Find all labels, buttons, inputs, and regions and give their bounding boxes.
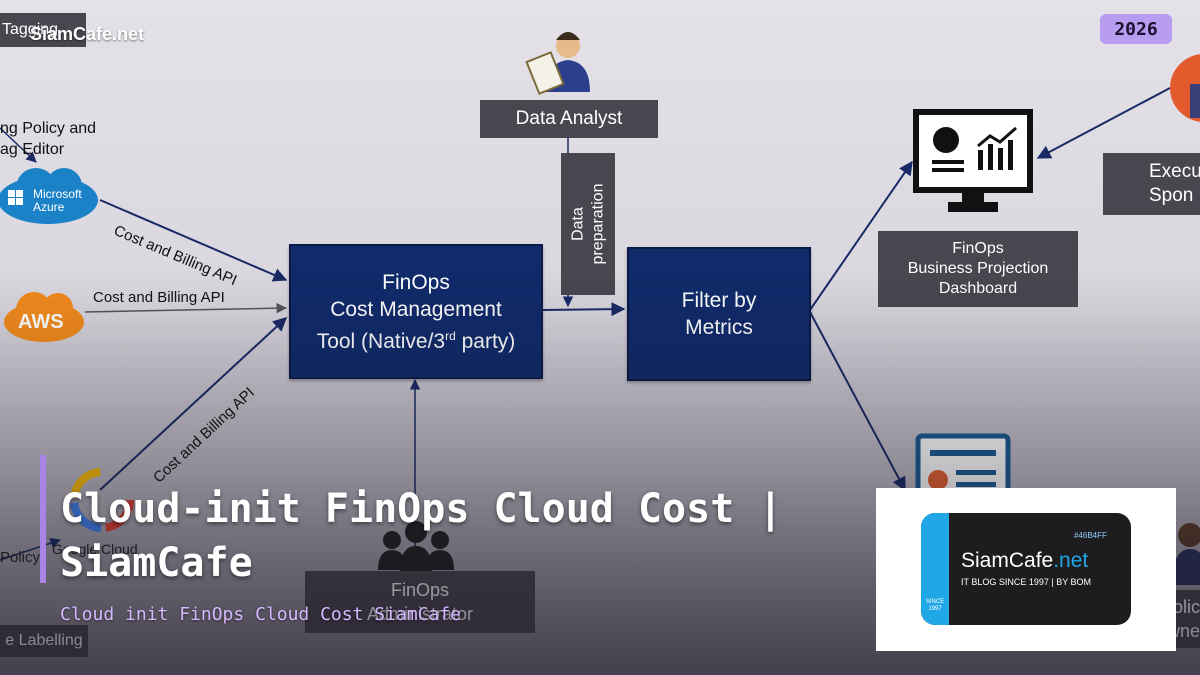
logo-since-year: 1997 <box>928 606 942 612</box>
tool-line-3-end: party) <box>455 329 516 353</box>
arrow-sponsor <box>1036 87 1171 159</box>
exec-line-2: Spon <box>1149 185 1194 206</box>
filter-line-1: Filter by <box>681 289 757 312</box>
tool-line-2: Cost Management <box>330 297 502 321</box>
data-analyst-box: Data Analyst <box>480 100 658 138</box>
aws-label: AWS <box>18 311 64 333</box>
policy-label-line-2: ag Editor <box>0 141 65 158</box>
arrow-report <box>809 311 906 492</box>
logo-hex-code: #46B4FF <box>1074 531 1107 540</box>
filter-by-metrics-box: Filter by Metrics <box>627 247 811 381</box>
cost-management-tool-box: FinOps Cost Management Tool (Native/3rd … <box>289 244 543 379</box>
arrow-google <box>99 317 288 491</box>
tool-line-1: FinOps <box>382 270 450 294</box>
logo-name-tld: .net <box>1053 549 1089 572</box>
policy-owner-icon <box>1172 523 1200 585</box>
dashboard-box: FinOps Business Projection Dashboard <box>878 231 1078 307</box>
dashboard-line-2: Business Projection <box>907 260 1049 277</box>
dashboard-line-3: Dashboard <box>938 280 1018 297</box>
data-prep-line-2: preparation <box>589 183 607 265</box>
exec-line-1: Execu <box>1149 161 1200 182</box>
azure-label: Microsoft Azure <box>33 188 82 214</box>
site-brand: SiamCafe.net <box>30 24 145 44</box>
page-title: Cloud-init FinOps Cloud Cost | SiamCafe <box>60 486 783 586</box>
data-prep-line-1: Data <box>569 207 587 241</box>
filter-line-2: Metrics <box>685 316 753 339</box>
title-accent-bar <box>40 455 46 583</box>
tool-line-3: Tool (Native/3rd party) <box>317 323 516 355</box>
azure-line-2: Azure <box>33 200 65 214</box>
policy-left-label: Policy <box>0 549 41 566</box>
arrow-aws <box>84 302 288 314</box>
dashboard-line-1: FinOps <box>952 240 1004 257</box>
data-analyst-label: Data Analyst <box>515 108 623 129</box>
policy-label-line-1: ng Policy and <box>0 120 97 137</box>
siamcafe-logo-card: #46B4FF SiamCafe.net IT BLOG SINCE 1997 … <box>876 488 1176 651</box>
labelling-box: e Labelling <box>0 625 88 657</box>
logo-name: SiamCafe.net <box>961 549 1088 573</box>
logo-name-main: SiamCafe <box>961 549 1054 572</box>
data-preparation-text: Data preparation <box>568 184 608 265</box>
year-badge: 2026 <box>1100 14 1172 44</box>
logo-since-badge: SINCE 1997 <box>923 599 947 613</box>
arrow-tool-filter <box>541 302 626 317</box>
logo-since-text: SINCE <box>925 599 945 605</box>
data-analyst-icon <box>525 32 590 95</box>
api-label-aws: Cost and Billing API <box>93 289 225 306</box>
logo-tagline: IT BLOG SINCE 1997 | BY BOM <box>961 577 1092 587</box>
policy-owner-line-1: olic <box>1172 597 1200 617</box>
tool-line-3-text: Tool (Native/3 <box>316 329 446 353</box>
data-preparation-box: Data preparation <box>561 153 615 295</box>
page-subtitle: Cloud init FinOps Cloud Cost SiamCafe <box>60 604 461 625</box>
logo-side-stripe <box>921 513 949 625</box>
policy-editor-label: ng Policy and ag Editor <box>0 118 96 160</box>
sponsor-avatar-icon <box>1170 54 1200 122</box>
siamcafe-logo: #46B4FF SiamCafe.net IT BLOG SINCE 1997 … <box>921 513 1131 625</box>
dashboard-monitor-icon <box>913 109 1033 212</box>
labelling-label: e Labelling <box>5 632 83 649</box>
tool-superscript: rd <box>445 328 456 343</box>
executive-sponsor-box: Execu Spon <box>1103 153 1200 215</box>
